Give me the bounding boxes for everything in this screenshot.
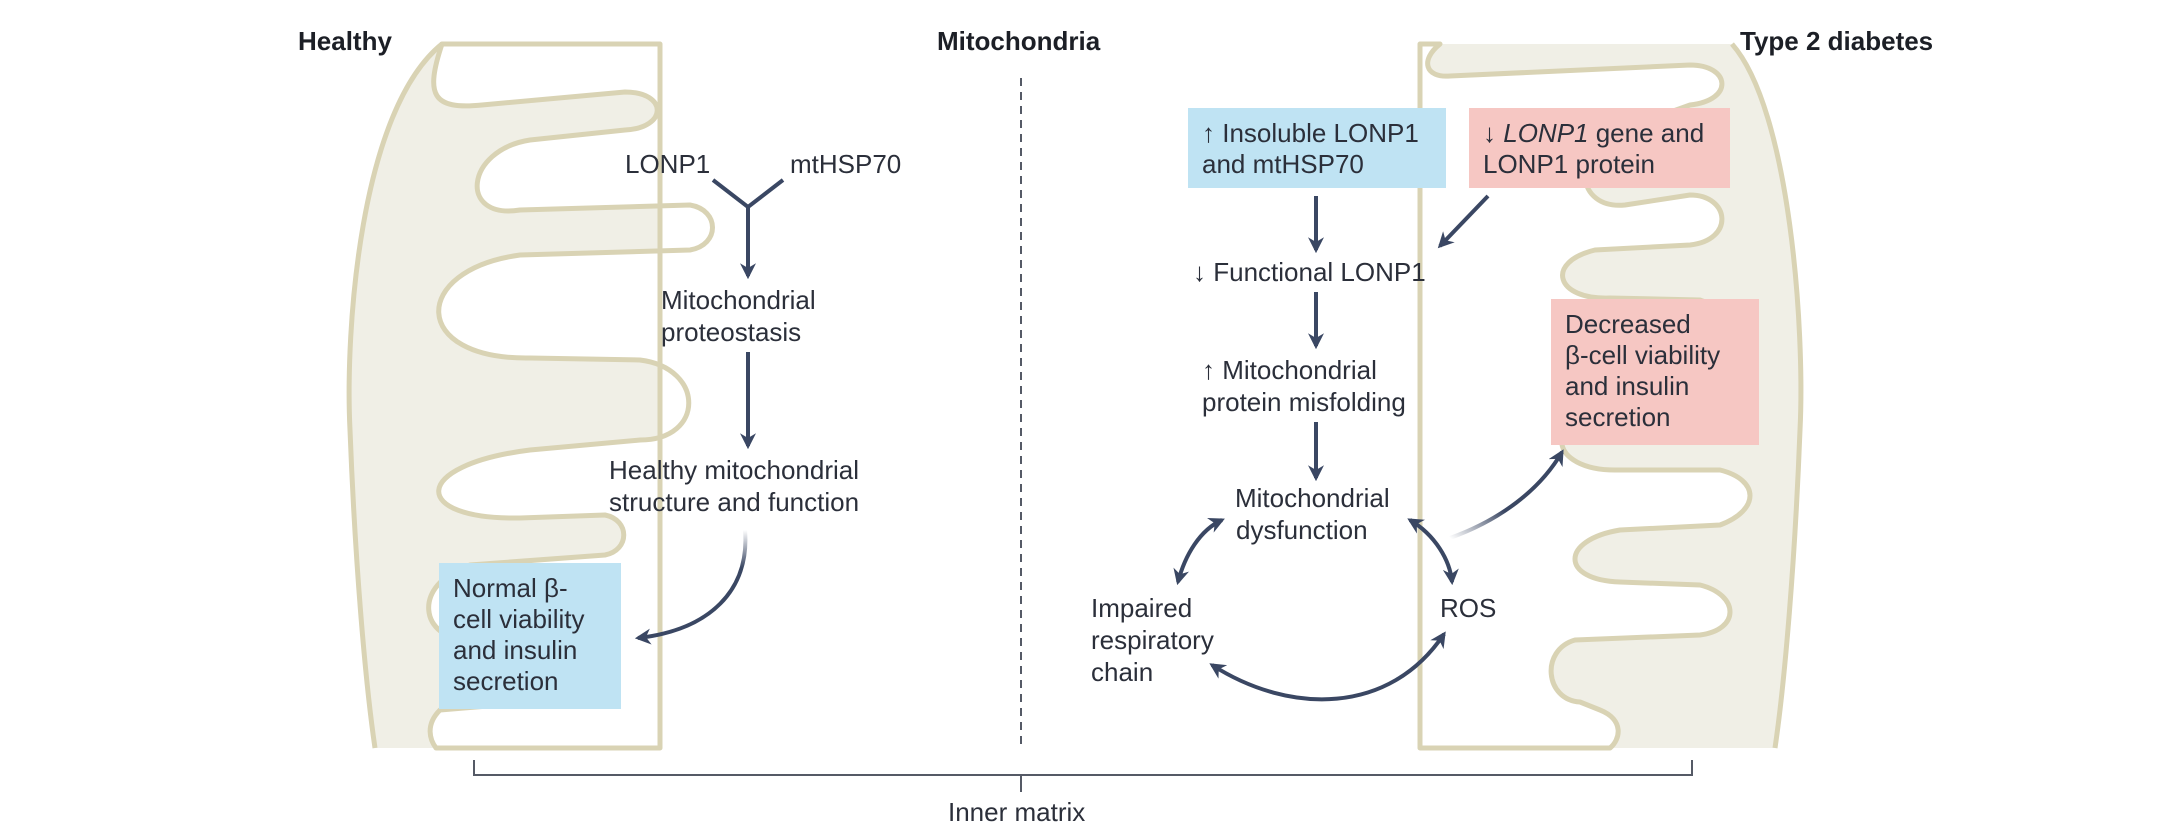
gene-arrow: ↓ <box>1483 118 1504 148</box>
arrow-impaired-ros <box>1209 631 1446 702</box>
box-decreased-beta-cell: Decreased β-cell viability and insulin s… <box>1551 299 1759 445</box>
box-decreased-line4: secretion <box>1565 402 1671 432</box>
gene-italic: LONP1 <box>1503 118 1589 148</box>
box-gene-line2: LONP1 protein <box>1483 149 1655 179</box>
label-impaired-line3: chain <box>1091 657 1154 687</box>
arrow-dysfunction-ros <box>1407 518 1459 586</box>
label-ros: ROS <box>1440 593 1497 623</box>
header-type2-diabetes: Type 2 diabetes <box>1740 26 1934 56</box>
arrow-dysfunction-to-decreased <box>1449 449 1564 540</box>
label-proteostasis-line1: Mitochondrial <box>661 285 816 315</box>
label-misfold-line1: ↑ Mitochondrial <box>1202 355 1377 385</box>
label-mitochondrial-proteostasis: Mitochondrial proteostasis <box>661 284 816 348</box>
label-structure-line1: Healthy mitochondrial <box>609 455 860 485</box>
label-dysfunction-line1: Mitochondrial <box>1235 483 1390 513</box>
right-outer-membrane-line <box>1730 42 1804 749</box>
label-impaired-line1: Impaired <box>1091 593 1193 623</box>
label-healthy-structure: Healthy mitochondrial structure and func… <box>609 454 859 518</box>
label-proteostasis-line2: proteostasis <box>661 317 802 347</box>
label-misfold-line2: protein misfolding <box>1202 387 1406 417</box>
label-protein-misfolding: ↑ Mitochondrial protein misfolding <box>1202 354 1406 418</box>
box-decreased-line1: Decreased <box>1565 309 1691 339</box>
box-normal-line4: secretion <box>453 666 559 696</box>
merge-arrow <box>711 178 785 276</box>
label-structure-line2: structure and function <box>609 487 860 517</box>
label-dysfunction-line2: dysfunction <box>1236 515 1368 545</box>
box-normal-beta-cell: Normal β- cell viability and insulin sec… <box>439 563 621 709</box>
label-impaired-respiratory-chain: Impaired respiratory chain <box>1091 592 1214 688</box>
box-insoluble-line2: and mtHSP70 <box>1202 149 1364 179</box>
arrow-gene-to-functional <box>1437 194 1490 249</box>
header-healthy: Healthy <box>298 26 392 56</box>
left-outer-membrane-line <box>346 42 444 749</box>
label-impaired-line2: respiratory <box>1091 625 1214 655</box>
gene-rest: gene and <box>1588 118 1705 148</box>
box-insoluble-lonp1: ↑ Insoluble LONP1 and mtHSP70 <box>1188 108 1446 188</box>
box-normal-line3: and insulin <box>453 635 578 665</box>
label-inner-matrix: Inner matrix <box>948 797 1086 827</box>
label-lonp1: LONP1 <box>625 149 711 179</box>
label-mitochondrial-dysfunction: Mitochondrial dysfunction <box>1235 482 1390 546</box>
label-functional-lonp1: ↓ Functional LONP1 <box>1193 257 1426 287</box>
box-decreased-line3: and insulin <box>1565 371 1690 401</box>
box-insoluble-line1: ↑ Insoluble LONP1 <box>1202 118 1419 148</box>
box-gene-line1: ↓ LONP1 gene and <box>1483 118 1716 149</box>
box-lonp1-gene: ↓ LONP1 gene and LONP1 protein <box>1469 108 1730 188</box>
header-mitochondria: Mitochondria <box>937 26 1101 56</box>
inner-matrix-bracket <box>473 760 1693 792</box>
box-normal-line2: cell viability <box>453 604 585 634</box>
label-mthsp70: mtHSP70 <box>790 149 902 179</box>
arrow-dysfunction-impaired <box>1173 518 1225 586</box>
arrow-structure-to-normal <box>634 529 748 645</box>
box-decreased-line2: β-cell viability <box>1565 340 1721 370</box>
box-normal-line1: Normal β- <box>453 573 568 603</box>
